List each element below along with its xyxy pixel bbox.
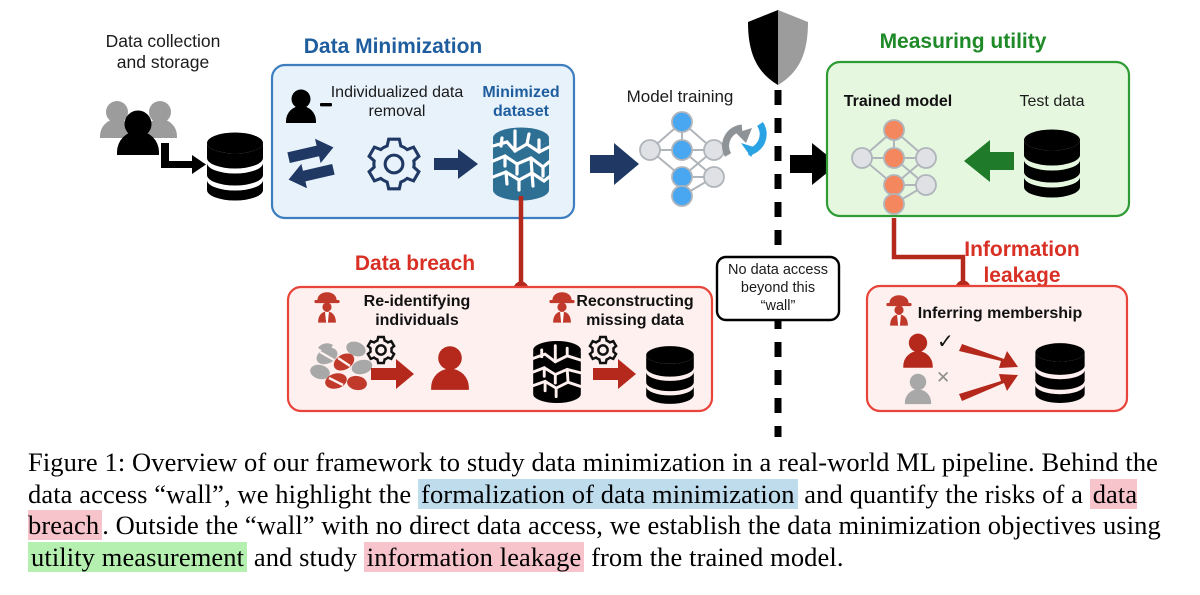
minimized-dataset-icon [531,340,583,404]
figure-caption: Figure 1: Overview of our framework to s… [28,447,1180,573]
data-minimization-title: Data Minimization [304,35,483,58]
retrain-loop-icon [722,122,767,157]
person-minus-icon [286,89,332,123]
caption-segment: and study [247,541,364,572]
caption-segment: from the trained model. [584,541,844,572]
swap-arrows-icon [287,138,335,189]
test-data-label: Test data [1020,93,1085,110]
elbow-arrow-icon [161,143,206,174]
wall-note-line3: “wall” [761,298,796,314]
reconstruct-label-line1: Reconstructing [576,293,693,310]
arrow-right-icon [590,143,639,185]
caption-highlight-formalization: formalization of data minimization [418,478,798,509]
shield-icon [748,10,808,85]
neural-network-icon [639,111,725,207]
individualized-removal-label-line2: removal [369,103,426,120]
caption-segment: . Outside the “wall” with no direct data… [102,510,1161,540]
caption-segment: Figure 1: Overview of our framework to s… [28,447,1159,509]
minimized-dataset-label-line2: dataset [493,103,550,120]
cross-mark-icon: ✕ [936,368,950,387]
arrow-right-icon [959,344,1018,401]
reidentify-label-line2: individuals [375,312,459,329]
arrow-right-icon [371,359,414,389]
check-mark-icon: ✓ [937,331,954,353]
information-leakage-title-line2: leakage [983,264,1060,287]
caption-highlight-utility: utility measurement [28,541,248,572]
wall-note-line2: beyond this [741,280,815,296]
figure-diagram: Data collection and storage Data Minimiz… [100,10,1131,437]
caption-highlight-information-leakage: information leakage [363,541,585,572]
minimized-dataset-label-line1: Minimized [482,84,559,101]
measuring-utility-title: Measuring utility [880,30,1047,53]
reconstruct-label-line2: missing data [586,312,684,329]
data-collection-label-line2: and storage [117,52,209,72]
trained-model-label: Trained model [844,93,952,110]
database-icon [207,132,263,201]
arrow-right-icon [790,143,838,185]
arrow-left-icon [964,140,1014,182]
arrow-right-icon [593,359,636,389]
information-leakage-title-line1: Information [964,238,1080,261]
reidentify-label-line1: Re-identifying [364,293,471,310]
leakage-connector [891,218,971,296]
wall-note-line1: No data access [728,262,828,278]
arrow-right-icon [434,149,478,179]
data-fragments-icon [310,341,373,391]
people-group-icon [100,101,177,155]
model-training-label: Model training [627,87,734,106]
minimized-dataset-icon [491,127,551,201]
data-collection-label-line1: Data collection [106,31,221,51]
measuring-utility-box [825,60,1131,218]
neural-network-icon [851,119,937,215]
data-breach-title: Data breach [355,252,475,275]
individualized-removal-label-line1: Individualized data [331,84,464,101]
caption-segment: and quantify the risks of a [797,478,1090,509]
inferring-membership-label: Inferring membership [918,305,1083,322]
wall-note-box [715,255,841,322]
